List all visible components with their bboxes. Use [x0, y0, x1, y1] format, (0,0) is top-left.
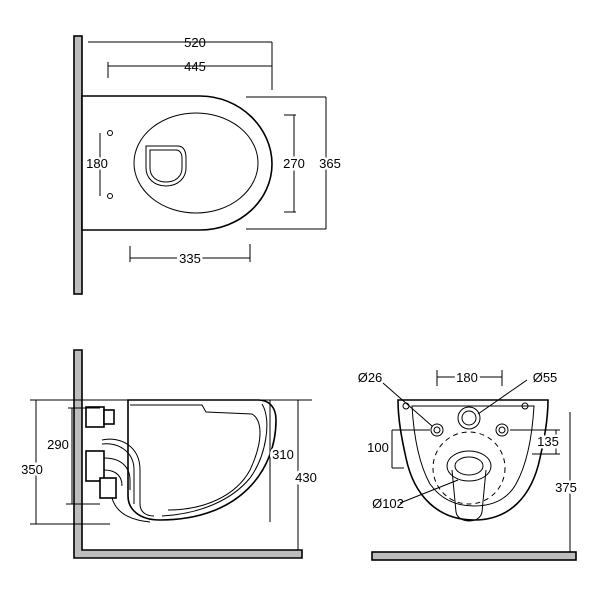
top-view-seat-opening	[145, 145, 187, 187]
dim-label-375: 375	[555, 480, 577, 495]
rear-view-floor	[371, 551, 577, 561]
rear-view-fixing-hole-right	[495, 423, 509, 437]
leader-26	[382, 382, 433, 427]
side-view-pan-body	[127, 399, 277, 521]
top-view-seat-opening-inner	[149, 149, 183, 183]
dim-label-180-top: 180	[86, 156, 108, 171]
top-view-fixing-top	[107, 130, 113, 136]
dim-label-55: Ø55	[533, 370, 558, 385]
rear-view: Ø26 180 Ø55 100 135 375 Ø102	[358, 368, 579, 561]
dim-label-26: Ø26	[358, 370, 383, 385]
dim-label-100: 100	[367, 440, 389, 455]
side-view-fitting-top	[85, 406, 105, 428]
side-view-outlet-cap	[99, 477, 117, 499]
side-view-outlet-pipe	[103, 457, 131, 490]
dim-label-180-rear: 180	[456, 370, 478, 385]
dim-label-135: 135	[537, 434, 559, 449]
rear-view-fixing-hole-left-inner	[433, 426, 441, 434]
top-view-bowl-outline	[81, 95, 273, 231]
top-view-wall	[73, 35, 83, 295]
dim-label-520: 520	[184, 35, 206, 50]
side-view-wall	[73, 349, 303, 559]
rear-view-fixing-hole-right-inner	[498, 426, 506, 434]
top-view: 520 445 365 270 180 335	[73, 35, 343, 295]
rear-view-inlet	[457, 406, 481, 430]
dim-label-350: 350	[21, 462, 43, 477]
dim-label-335: 335	[179, 251, 201, 266]
rear-view-outlet	[446, 450, 492, 482]
rear-view-outlet-spigot	[451, 469, 487, 522]
side-view-fitting-bottom	[85, 450, 105, 482]
side-view: 350 290 310 430	[19, 349, 319, 559]
dim-label-290: 290	[47, 437, 69, 452]
dim-label-365: 365	[319, 156, 341, 171]
side-view-inlet-pipe	[101, 438, 155, 517]
leader-55	[477, 379, 528, 415]
dim-label-445: 445	[184, 59, 206, 74]
rear-view-body-inner	[411, 405, 535, 507]
rear-view-outlet-inner	[454, 456, 484, 476]
dim-label-102: Ø102	[372, 496, 404, 511]
side-view-bowl-inner	[130, 404, 261, 511]
side-view-bowl-inner-2	[161, 403, 268, 517]
side-view-outlet-pipe-2	[103, 469, 123, 487]
top-view-fixing-bottom	[107, 193, 113, 199]
leader-102	[399, 479, 459, 504]
top-view-inner-bowl	[133, 112, 259, 214]
side-view-waste-pipe	[111, 497, 151, 523]
rear-view-inlet-inner	[461, 410, 477, 426]
rear-view-fixing-hole-left	[430, 423, 444, 437]
rear-view-corner-hole-right	[521, 402, 529, 410]
dim-label-430: 430	[295, 470, 317, 485]
dim-label-270: 270	[283, 156, 305, 171]
side-view-fitting-top-2	[103, 409, 115, 425]
dim-label-310: 310	[272, 447, 294, 462]
side-view-inlet-pipe-2	[101, 443, 135, 504]
rear-view-outlet-dashed	[432, 431, 506, 505]
